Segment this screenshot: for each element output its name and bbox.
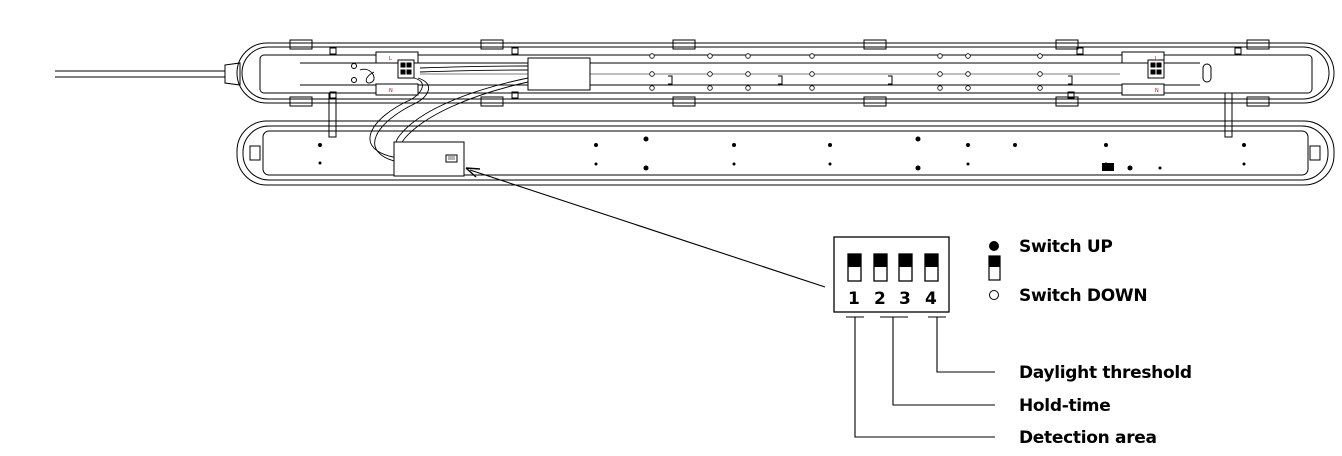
bottom-housing-holes [318, 136, 1246, 171]
internal-wiring [359, 65, 529, 163]
sensor-module [393, 141, 465, 177]
top-housing-screws [649, 53, 1043, 91]
legend-switch-down: Switch DOWN [1019, 286, 1147, 306]
terminal-label-left-n: N [389, 88, 393, 94]
switch-legend: Switch UP Switch DOWN [988, 237, 1148, 306]
terminal-label-left-l: L [389, 56, 392, 62]
bottom-housing [236, 92, 1335, 186]
callout-lines [846, 316, 995, 438]
dip-switch-4[interactable] [924, 253, 939, 282]
switch-up-dot [989, 241, 999, 251]
housing-clips-top [289, 39, 1270, 107]
leader-arrow [465, 167, 826, 288]
terminal-label-right-n: N [1155, 88, 1159, 94]
dip-switch-number-1: 1 [848, 289, 860, 309]
callout-labels: Daylight threshold Hold-time Detection a… [1019, 363, 1192, 448]
callout-detection-area: Detection area [1019, 428, 1157, 448]
dip-switch-number-2: 2 [874, 289, 886, 309]
terminal-block-right [1121, 51, 1165, 64]
dip-switch-2[interactable] [873, 253, 888, 282]
dip-switch: 1 2 3 4 [833, 236, 950, 313]
switch-down-dot [989, 290, 999, 300]
dip-switch-1[interactable] [847, 253, 862, 282]
top-housing [236, 39, 1335, 107]
dip-switch-3[interactable] [898, 253, 913, 282]
driver-box [527, 57, 591, 91]
terminal-block-left [375, 51, 419, 64]
power-cable [55, 62, 241, 86]
callout-daylight-threshold: Daylight threshold [1019, 363, 1192, 383]
terminal-label-right-l: L [1155, 56, 1158, 62]
terminal-labels: L N L N [389, 56, 1159, 94]
dip-switch-number-3: 3 [899, 289, 911, 309]
dip-switch-number-4: 4 [925, 289, 937, 309]
legend-switch-up: Switch UP [1019, 237, 1113, 257]
callout-hold-time: Hold-time [1019, 396, 1110, 416]
